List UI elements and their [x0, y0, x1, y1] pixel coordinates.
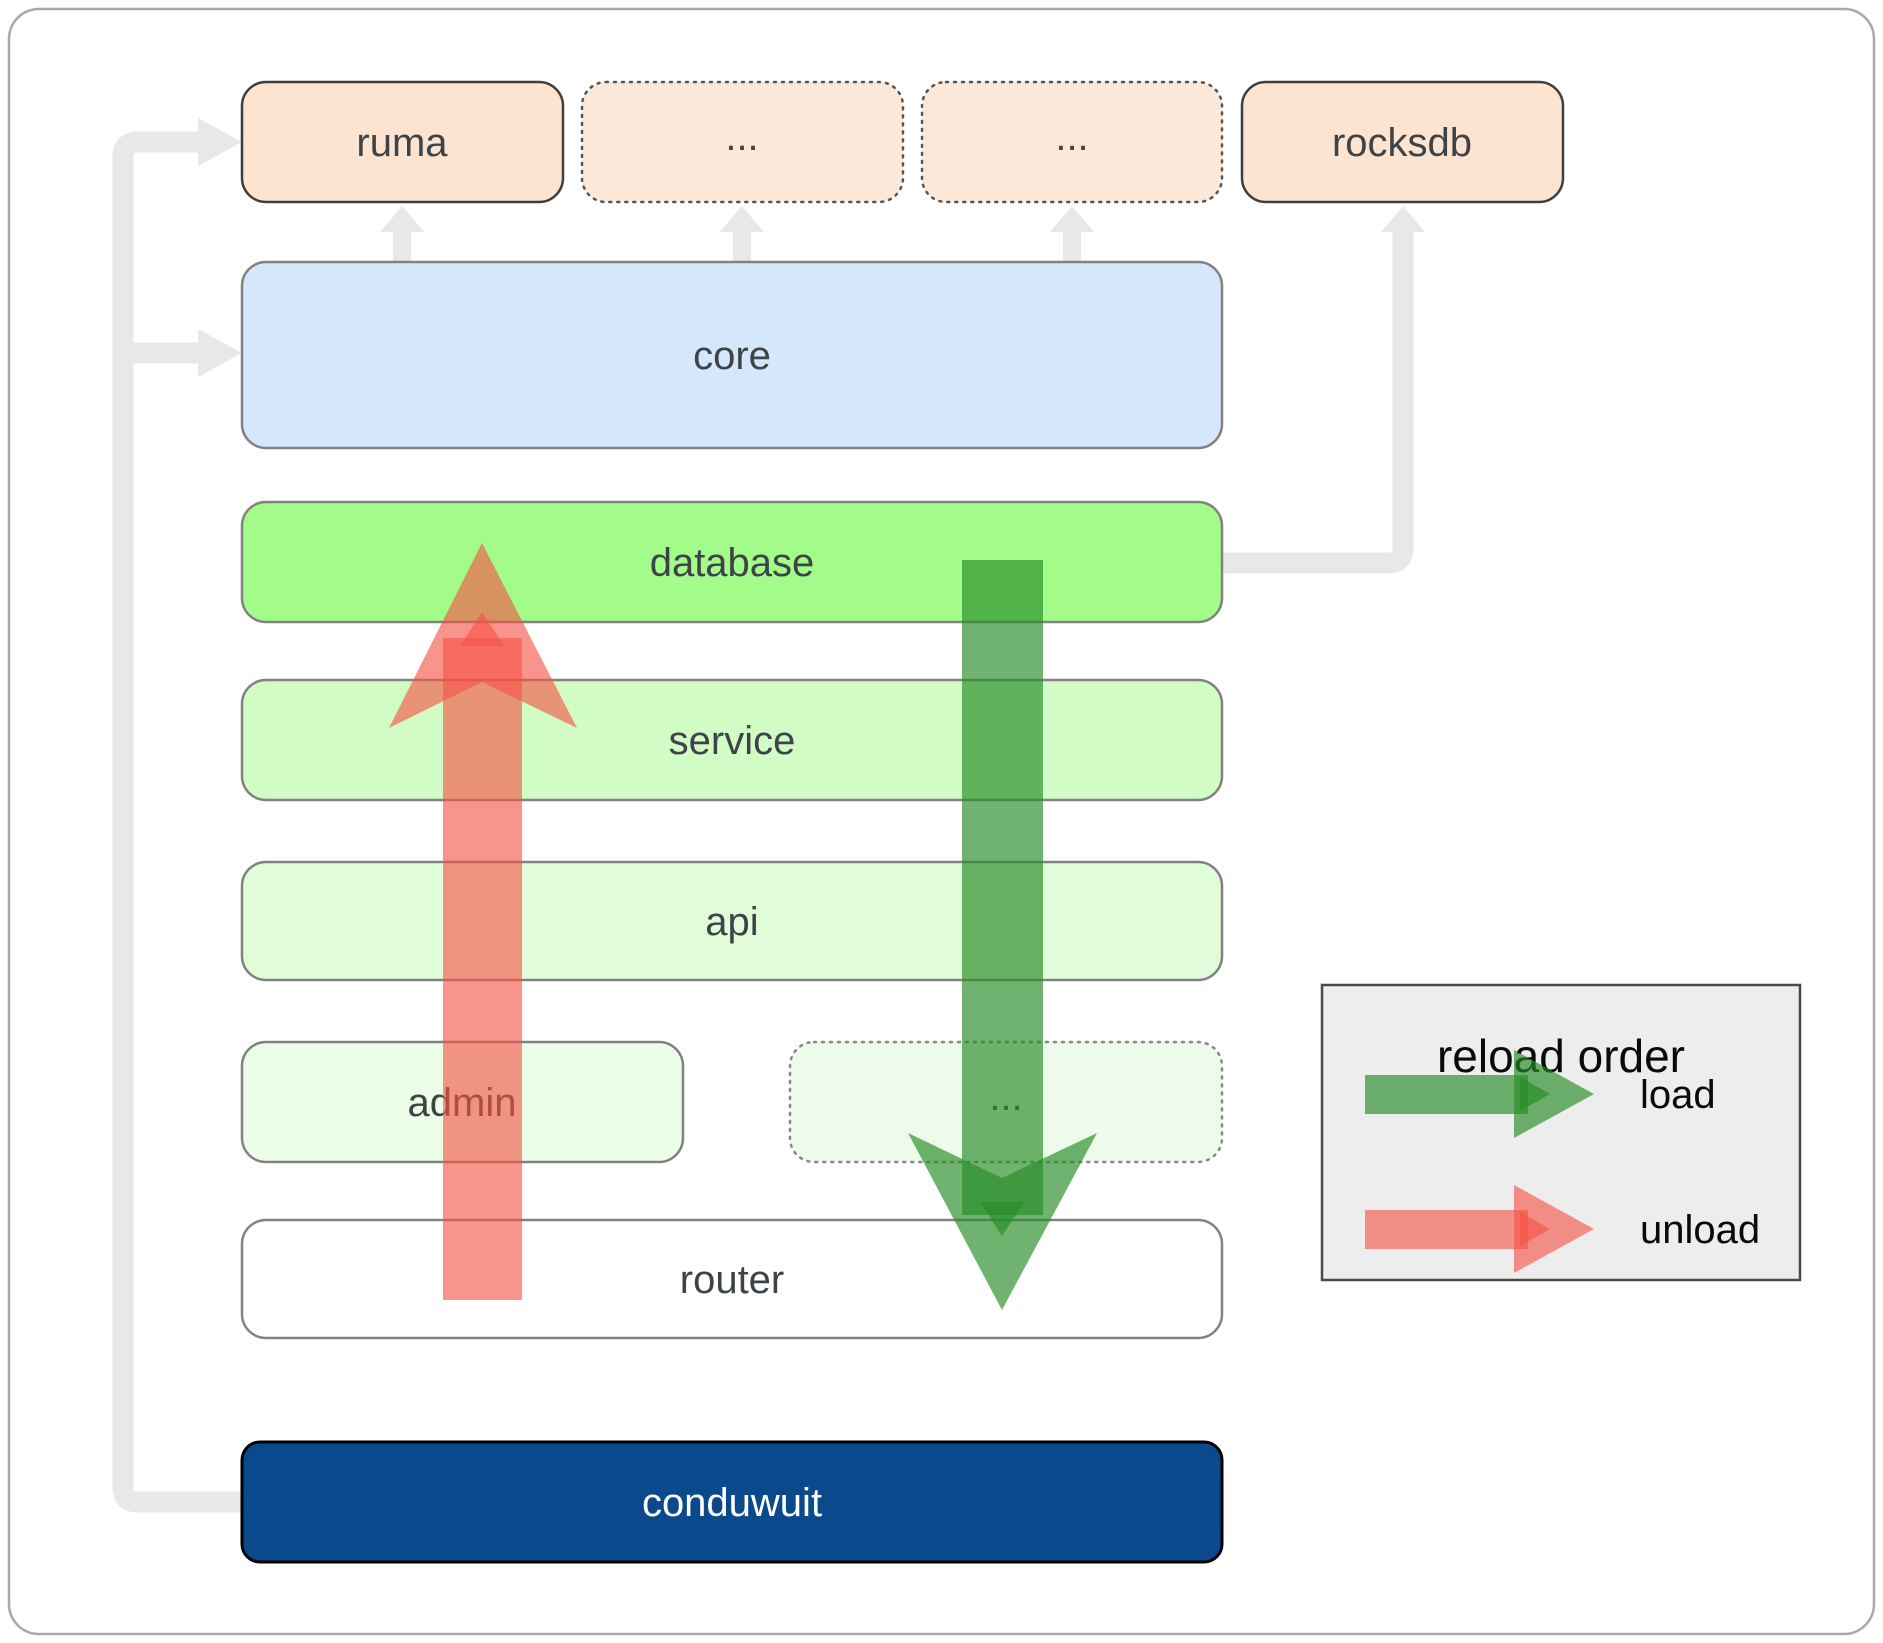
- api-label: api: [705, 900, 758, 944]
- legend-title: reload order: [1437, 1030, 1685, 1082]
- unload-arrowhead: [389, 543, 577, 728]
- database-to-rocksdb-connector: [1222, 230, 1414, 574]
- legend-load-arrow: [1365, 1050, 1594, 1138]
- arrowhead-into-rocksdb: [1381, 206, 1425, 232]
- ellipsis2-label: ...: [1055, 115, 1088, 159]
- ellipsis2-box: [920, 80, 1224, 204]
- router-label: router: [680, 1258, 785, 1302]
- ruma-box: [240, 80, 565, 204]
- core-to-ellipsis1-arrow: [720, 206, 764, 264]
- legend-unload-label: unload: [1640, 1208, 1760, 1252]
- rocksdb-label: rocksdb: [1332, 121, 1472, 165]
- conduwuit-box: [240, 1440, 1224, 1564]
- unload-arrow-shaft: [443, 638, 522, 1300]
- conduwuit-label: conduwuit: [642, 1481, 822, 1525]
- rocksdb-box: [1240, 80, 1565, 204]
- load-arrowhead: [908, 1133, 1097, 1310]
- dependency-connectors: [112, 118, 1425, 1513]
- ellipsis1-box: [580, 80, 905, 204]
- legend-unload-arrow: [1365, 1185, 1594, 1273]
- legend-load-label: load: [1640, 1073, 1716, 1117]
- outer-frame: [7, 7, 1876, 1636]
- core-box: [240, 260, 1224, 450]
- load-arrow: [908, 560, 1097, 1310]
- ruma-label: ruma: [356, 121, 448, 165]
- unload-arrow: [389, 543, 577, 1300]
- conduwuit-spine-connector: [112, 131, 242, 1513]
- core-label: core: [693, 334, 771, 378]
- database-label: database: [650, 541, 815, 585]
- legend: reload order load unload: [1320, 983, 1802, 1282]
- core-to-ruma-arrow: [380, 206, 424, 264]
- ellipsis1-label: ...: [725, 115, 758, 159]
- arrowhead-into-ruma: [198, 118, 242, 166]
- load-arrow-shaft: [962, 560, 1043, 1215]
- arrowhead-into-core: [198, 329, 242, 377]
- core-to-ellipsis2-arrow: [1050, 206, 1094, 264]
- service-label: service: [669, 719, 796, 763]
